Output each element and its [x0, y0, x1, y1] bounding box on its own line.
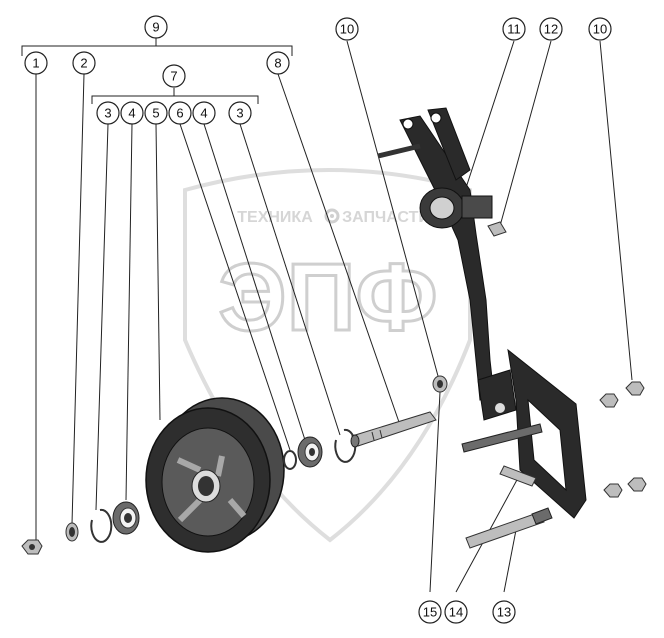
callout-6-label: 6: [176, 106, 183, 121]
callout-14-label: 14: [449, 605, 463, 620]
callout-4b-label: 4: [200, 106, 207, 121]
callout-5-label: 5: [152, 106, 159, 121]
callout-4b: 4: [192, 101, 216, 125]
callout-9-label: 9: [152, 20, 159, 35]
callout-2: 2: [72, 51, 96, 75]
callout-7-label: 7: [170, 69, 177, 84]
callout-4a: 4: [120, 101, 144, 125]
callout-3a: 3: [96, 101, 120, 125]
snap-ring-part-3: [90, 508, 113, 543]
callout-11-label: 11: [507, 22, 521, 37]
callout-15-label: 15: [423, 605, 437, 620]
bearing-part-4: [112, 501, 140, 535]
callout-7: 7: [162, 64, 186, 88]
callout-5: 5: [144, 101, 168, 125]
bolt-part-14: [461, 423, 543, 487]
pin-part-arm: [377, 143, 421, 159]
nut-part-15: [432, 375, 448, 393]
nut-part-10-set: [599, 381, 647, 498]
callout-10a: 10: [335, 17, 359, 41]
seal-part-4: [283, 450, 297, 470]
tension-arm-part-11: [399, 107, 495, 401]
callout-3a-label: 3: [104, 106, 111, 121]
watermark-main-text: ЭПФ: [218, 244, 437, 351]
watermark-left-text: ТЕХНИКА: [237, 209, 313, 226]
callout-10a-label: 10: [340, 22, 354, 37]
callout-8-label: 8: [274, 56, 281, 71]
group-bracket-9: [21, 38, 293, 56]
callout-1-label: 1: [32, 56, 39, 71]
callout-9: 9: [144, 15, 168, 39]
callout-15: 15: [418, 600, 442, 624]
axle-part-8: [350, 411, 437, 448]
grease-fitting-part-12: [487, 221, 507, 237]
group-bracket-7: [91, 88, 259, 104]
pulley-part-5: [145, 397, 285, 553]
callout-13-label: 13: [497, 605, 511, 620]
gear-icon: [324, 208, 340, 224]
callout-6: 6: [168, 101, 192, 125]
callout-2-label: 2: [80, 56, 87, 71]
washer-part-2: [65, 522, 79, 542]
callout-13: 13: [492, 600, 516, 624]
callout-10b: 10: [588, 17, 612, 41]
callout-3b: 3: [228, 101, 252, 125]
callout-8: 8: [266, 51, 290, 75]
callout-1: 1: [24, 51, 48, 75]
leader-lines: [35, 40, 633, 593]
callout-14: 14: [444, 600, 468, 624]
watermark-right-text: ЗАПЧАСТИ: [342, 209, 430, 226]
callout-12: 12: [539, 17, 563, 41]
callout-11: 11: [502, 17, 526, 41]
nut-part-1: [21, 539, 43, 555]
callout-10b-label: 10: [593, 22, 607, 37]
callout-3b-label: 3: [236, 106, 243, 121]
bolt-part-13: [465, 507, 553, 549]
callout-12-label: 12: [544, 22, 558, 37]
snap-ring-part-3b: [334, 428, 357, 463]
callout-4a-label: 4: [128, 106, 135, 121]
bearing-part-6: [297, 436, 323, 468]
